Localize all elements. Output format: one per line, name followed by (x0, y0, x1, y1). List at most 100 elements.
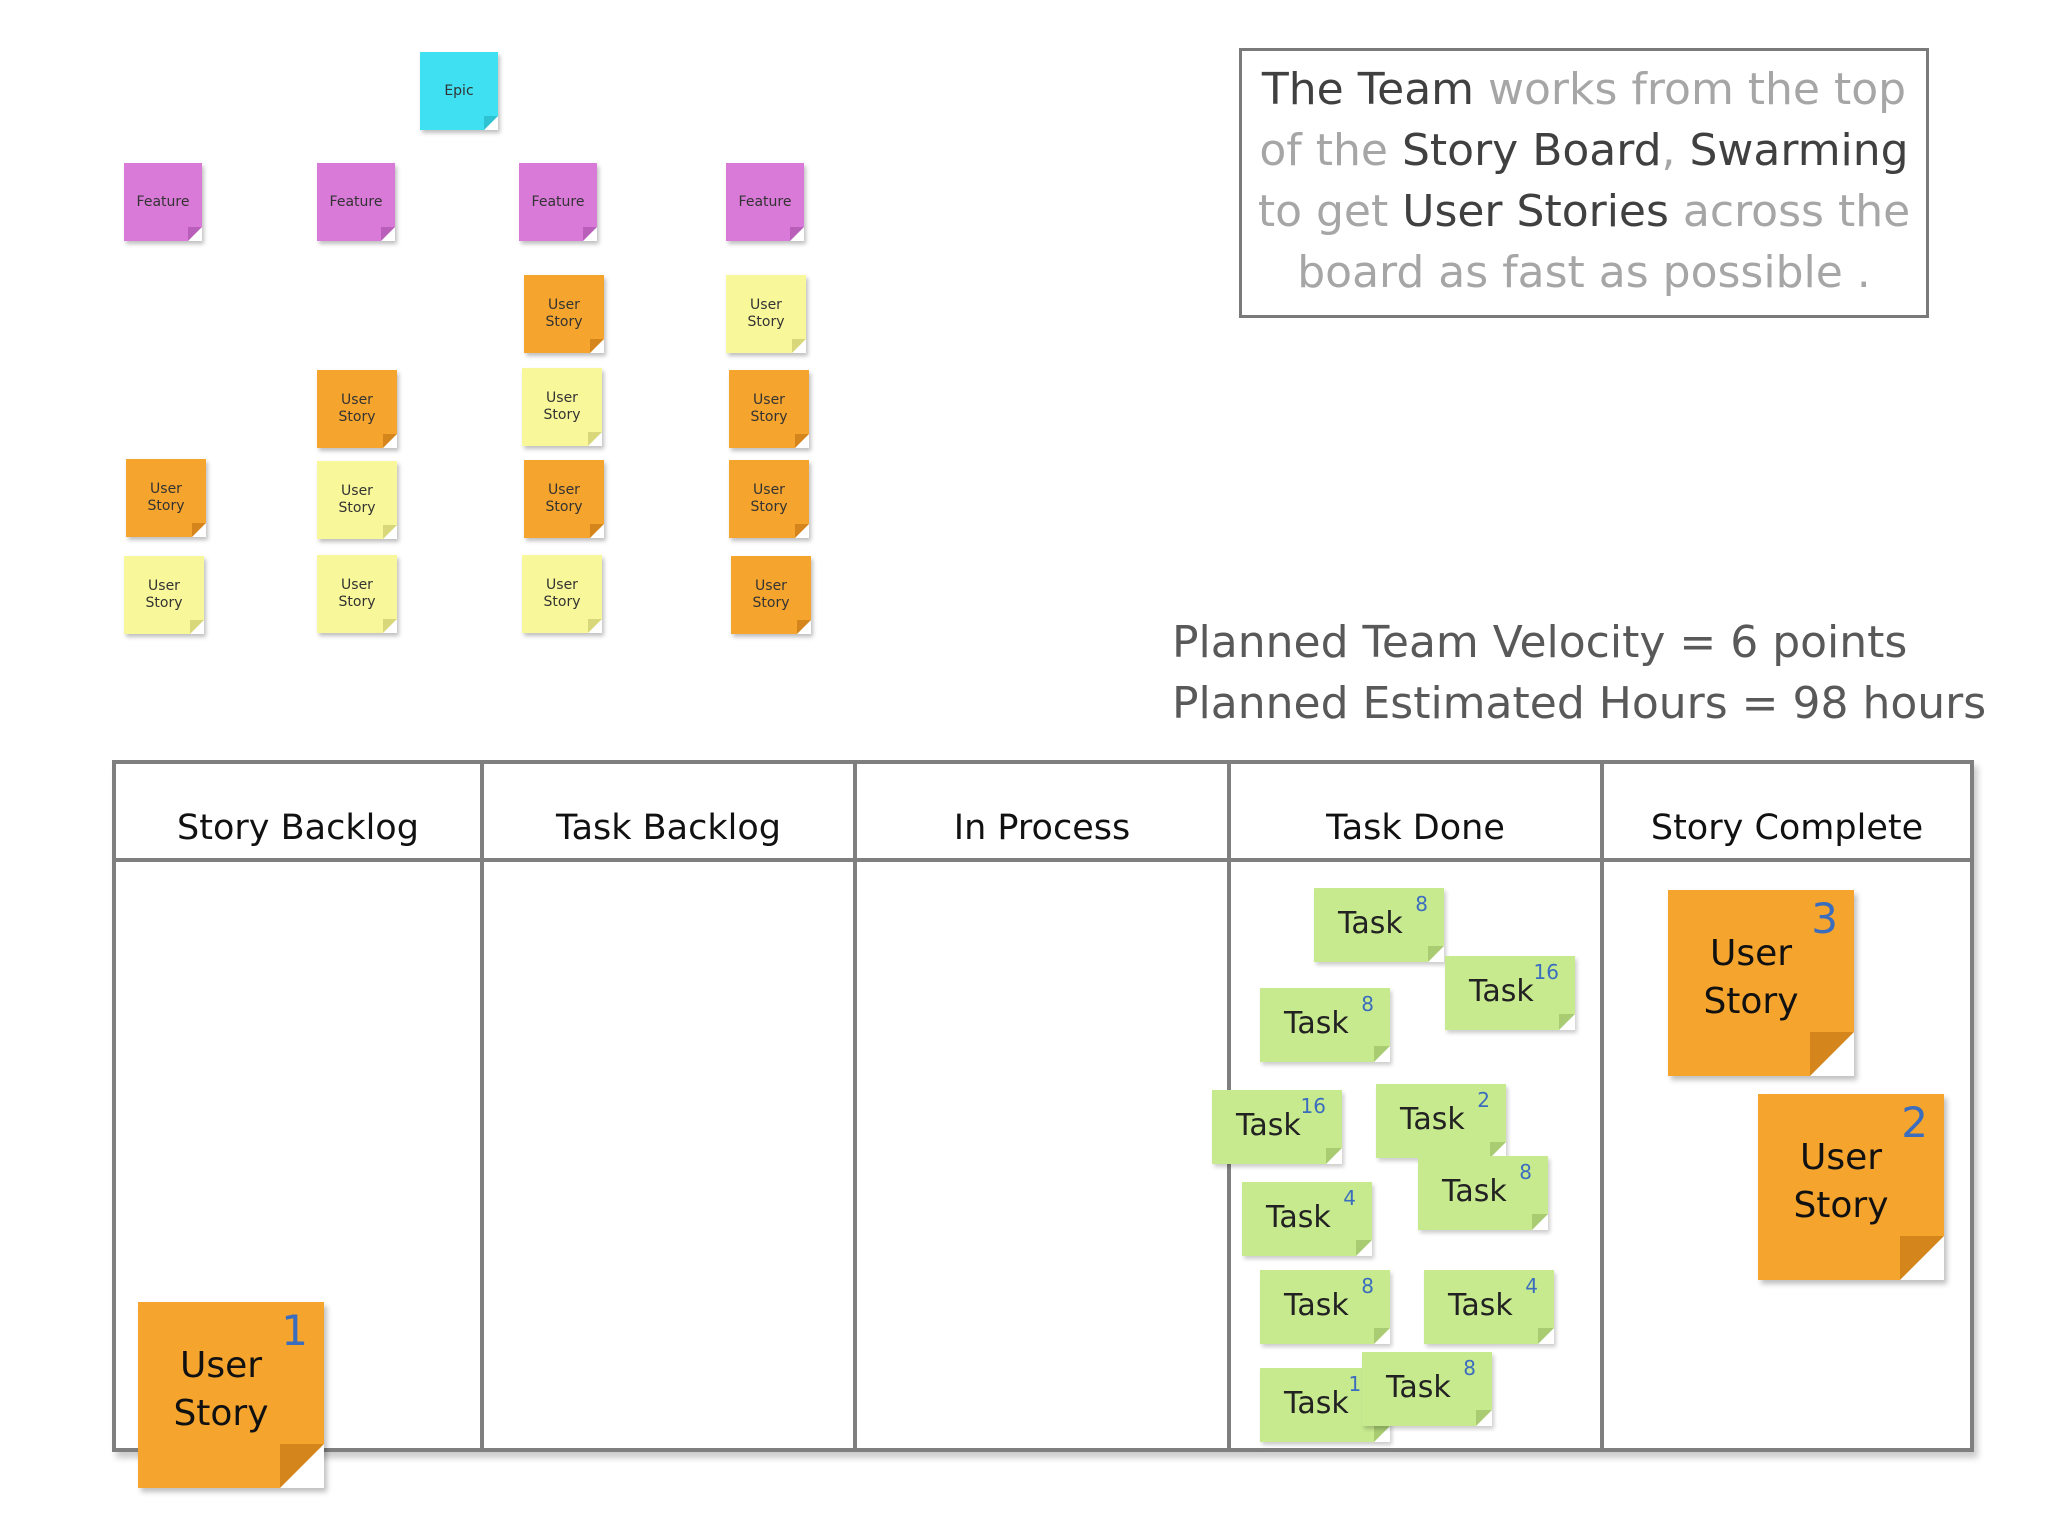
column-story-backlog: Story Backlog (116, 764, 484, 1448)
planned-hours: Planned Estimated Hours = 98 hours (1172, 678, 1987, 729)
note-fold (1428, 946, 1444, 962)
note-fold (381, 227, 395, 241)
task-hours: 2 (1477, 1088, 1490, 1112)
column-task-backlog: Task Backlog (484, 764, 857, 1448)
note-fold (1559, 1014, 1575, 1030)
story-points: 2 (1901, 1098, 1928, 1147)
task-hours: 16 (1533, 960, 1559, 984)
note-fold (192, 523, 206, 537)
task-card[interactable]: Task 16 (1445, 956, 1575, 1030)
note-fold (1374, 1046, 1390, 1062)
task-label: Task (1386, 1370, 1451, 1405)
task-hours: 4 (1343, 1186, 1356, 1210)
note-fold (1810, 1032, 1854, 1076)
feature-note-4: Feature (726, 163, 804, 241)
story-points: 3 (1811, 894, 1838, 943)
team-info-box: The Team works from the top of the Story… (1239, 48, 1929, 318)
feature-note-2: Feature (317, 163, 395, 241)
task-card[interactable]: Task 4 (1424, 1270, 1554, 1344)
task-label: Task (1400, 1102, 1465, 1137)
note-fold (797, 620, 811, 634)
task-hours: 8 (1463, 1356, 1476, 1380)
task-label: Task (1266, 1200, 1331, 1235)
velocity-summary: Planned Team Velocity = 6 points Planned… (1172, 612, 1986, 734)
note-fold (792, 339, 806, 353)
note-fold (1532, 1214, 1548, 1230)
task-card[interactable]: Task 2 (1376, 1084, 1506, 1158)
story-points: 1 (281, 1306, 308, 1355)
note-fold (188, 227, 202, 241)
task-card[interactable]: Task 4 (1242, 1182, 1372, 1256)
task-hours: 16 (1300, 1094, 1326, 1118)
note-fold (1900, 1236, 1944, 1280)
feature-label: Feature (738, 193, 792, 210)
epic-note: Epic (420, 52, 498, 130)
planned-velocity: Planned Team Velocity = 6 points (1172, 617, 1908, 668)
note-fold (1538, 1328, 1554, 1344)
task-card[interactable]: Task 8 (1260, 988, 1390, 1062)
task-card[interactable]: Task 8 (1418, 1156, 1548, 1230)
feature-label: Feature (136, 193, 190, 210)
note-fold (1374, 1328, 1390, 1344)
note-fold (383, 525, 397, 539)
feature-label: Feature (531, 193, 585, 210)
column-header: Story Complete (1604, 764, 1970, 862)
note-fold (790, 227, 804, 241)
task-label: Task (1236, 1108, 1301, 1143)
note-fold (1490, 1142, 1506, 1158)
task-hours: 8 (1415, 892, 1428, 916)
column-in-process: In Process (857, 764, 1231, 1448)
note-fold (795, 524, 809, 538)
note-fold (1356, 1240, 1372, 1256)
note-fold (795, 434, 809, 448)
feature-note-1: Feature (124, 163, 202, 241)
column-header: Task Done (1231, 764, 1600, 862)
epic-label: Epic (444, 82, 474, 99)
note-fold (1374, 1426, 1390, 1442)
info-text: The Team works from the top of the Story… (1257, 64, 1911, 298)
column-story-complete: Story Complete (1604, 764, 1970, 1448)
task-label: Task (1284, 1288, 1349, 1323)
task-label: Task (1442, 1174, 1507, 1209)
column-header: Task Backlog (484, 764, 853, 862)
note-fold (383, 434, 397, 448)
note-fold (588, 619, 602, 633)
note-fold (590, 524, 604, 538)
task-card[interactable]: Task 8 (1362, 1352, 1492, 1426)
task-label: Task (1469, 974, 1534, 1009)
note-fold (484, 116, 498, 130)
note-fold (590, 339, 604, 353)
task-label: Task (1284, 1386, 1349, 1421)
task-hours: 8 (1519, 1160, 1532, 1184)
task-card[interactable]: Task 8 (1260, 1270, 1390, 1344)
feature-note-3: Feature (519, 163, 597, 241)
task-card[interactable]: Task 8 (1314, 888, 1444, 962)
note-fold (1476, 1410, 1492, 1426)
task-card[interactable]: Task 16 (1212, 1090, 1342, 1164)
note-fold (583, 227, 597, 241)
